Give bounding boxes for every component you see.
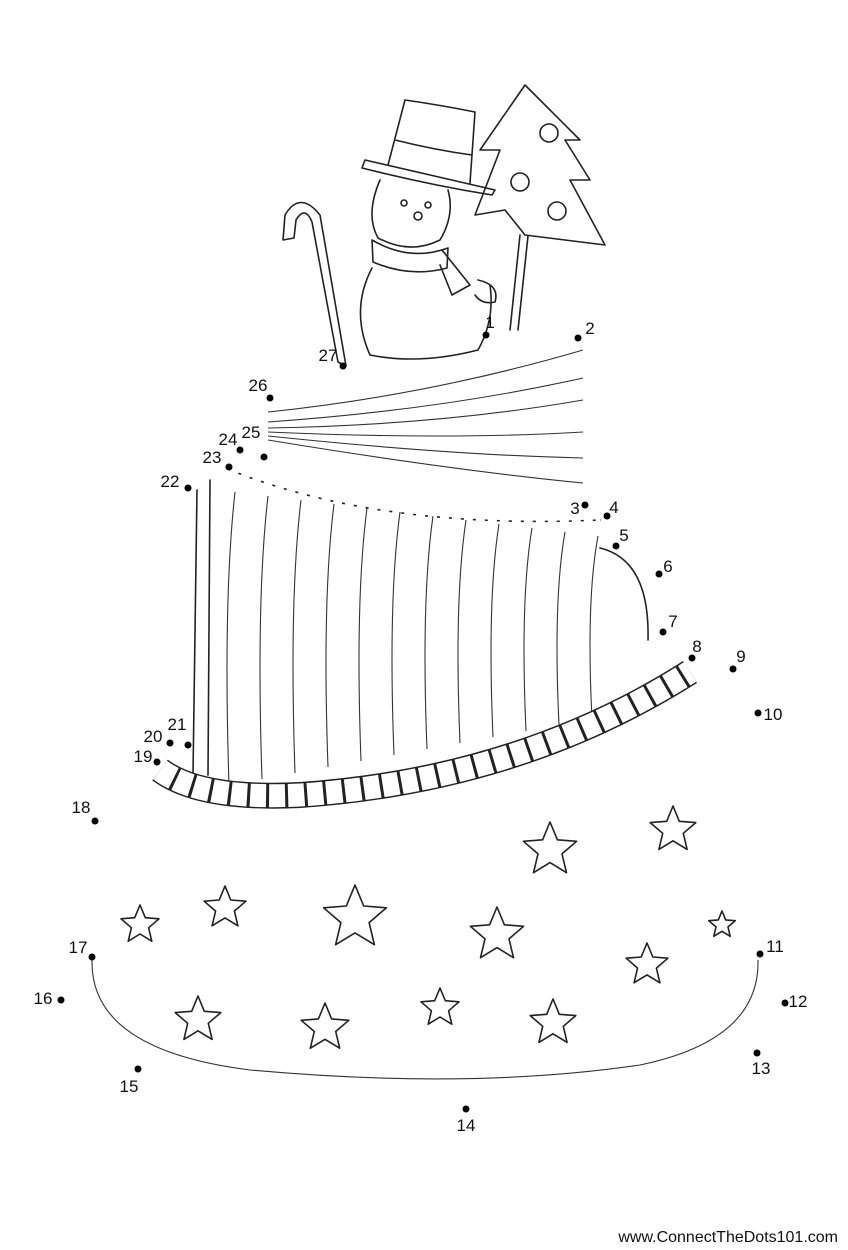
star-decoration bbox=[529, 998, 577, 1044]
dot-number-17: 17 bbox=[69, 938, 88, 957]
star-decoration bbox=[174, 995, 222, 1041]
cake-drawing bbox=[91, 349, 759, 1080]
dot-27 bbox=[339, 362, 347, 370]
dot-number-21: 21 bbox=[168, 715, 187, 734]
dot-8 bbox=[688, 654, 696, 662]
dot-12 bbox=[781, 999, 789, 1007]
dot-4 bbox=[603, 512, 611, 520]
cake-stripe bbox=[424, 515, 434, 750]
star-decoration bbox=[469, 906, 525, 959]
dot-24 bbox=[236, 446, 244, 454]
dot-number-1: 1 bbox=[485, 313, 494, 332]
dot-number-23: 23 bbox=[203, 448, 222, 467]
dot-number-11: 11 bbox=[766, 937, 784, 956]
dot-7 bbox=[659, 628, 667, 636]
dot-21 bbox=[184, 741, 192, 749]
dot-19 bbox=[153, 758, 161, 766]
cake-stripe bbox=[523, 527, 533, 732]
website-credit: www.ConnectTheDots101.com bbox=[618, 1229, 838, 1246]
dot-18 bbox=[91, 817, 99, 825]
dot-number-27: 27 bbox=[319, 346, 338, 365]
dot-15 bbox=[134, 1065, 142, 1073]
cake-stripe bbox=[457, 519, 467, 744]
dot-6 bbox=[655, 570, 663, 578]
star-decoration bbox=[203, 885, 247, 927]
dot-16 bbox=[57, 996, 65, 1004]
dot-number-12: 12 bbox=[789, 992, 808, 1011]
dot-23 bbox=[225, 463, 233, 471]
dot-number-19: 19 bbox=[134, 747, 153, 766]
snowman-drawing bbox=[282, 84, 606, 367]
dot-14 bbox=[462, 1105, 470, 1113]
dot-number-20: 20 bbox=[144, 727, 163, 746]
star-decoration bbox=[649, 805, 697, 851]
cake-stripe bbox=[292, 499, 302, 774]
star-decoration bbox=[120, 904, 160, 942]
dot-number-16: 16 bbox=[34, 989, 53, 1008]
dot-number-5: 5 bbox=[619, 526, 628, 545]
dot-number-25: 25 bbox=[242, 423, 261, 442]
dot-number-3: 3 bbox=[570, 499, 579, 518]
dot-number-15: 15 bbox=[120, 1077, 139, 1096]
dot-number-24: 24 bbox=[219, 430, 238, 449]
dot-number-13: 13 bbox=[752, 1059, 771, 1078]
dot-17 bbox=[88, 953, 96, 961]
cake-stripe bbox=[589, 535, 599, 720]
cake-stripe bbox=[325, 503, 335, 768]
star-decoration bbox=[625, 942, 669, 984]
star-decoration bbox=[322, 884, 388, 946]
star-decoration bbox=[420, 987, 460, 1025]
cake-stripe bbox=[391, 511, 401, 756]
cake-stripe bbox=[226, 491, 236, 786]
dot-number-8: 8 bbox=[692, 637, 701, 656]
dot-number-10: 10 bbox=[764, 705, 783, 724]
cake-stripe bbox=[358, 507, 368, 762]
dot-2 bbox=[574, 334, 582, 342]
star-decoration bbox=[300, 1002, 350, 1049]
dot-number-22: 22 bbox=[161, 472, 180, 491]
dot-number-26: 26 bbox=[249, 376, 268, 395]
dot-number-9: 9 bbox=[736, 647, 745, 666]
star-decoration bbox=[522, 821, 578, 874]
dot-number-2: 2 bbox=[585, 319, 594, 338]
dot-number-7: 7 bbox=[668, 612, 677, 631]
dot-number-6: 6 bbox=[663, 557, 672, 576]
dot-11 bbox=[756, 950, 764, 958]
dot-25 bbox=[260, 453, 268, 461]
cake-stripe bbox=[556, 531, 566, 726]
dot-number-4: 4 bbox=[609, 498, 618, 517]
dot-9 bbox=[729, 665, 737, 673]
dot-22 bbox=[184, 484, 192, 492]
cake-stripe bbox=[490, 523, 500, 738]
dot-number-18: 18 bbox=[72, 798, 91, 817]
dot-3 bbox=[581, 501, 589, 509]
dot-5 bbox=[612, 542, 620, 550]
dot-number-14: 14 bbox=[457, 1116, 476, 1135]
dot-1 bbox=[482, 331, 490, 339]
dot-20 bbox=[166, 739, 174, 747]
dot-10 bbox=[754, 709, 762, 717]
dot-13 bbox=[753, 1049, 761, 1057]
star-decoration bbox=[707, 910, 737, 938]
dot-26 bbox=[266, 394, 274, 402]
cake-stripe bbox=[259, 495, 269, 780]
